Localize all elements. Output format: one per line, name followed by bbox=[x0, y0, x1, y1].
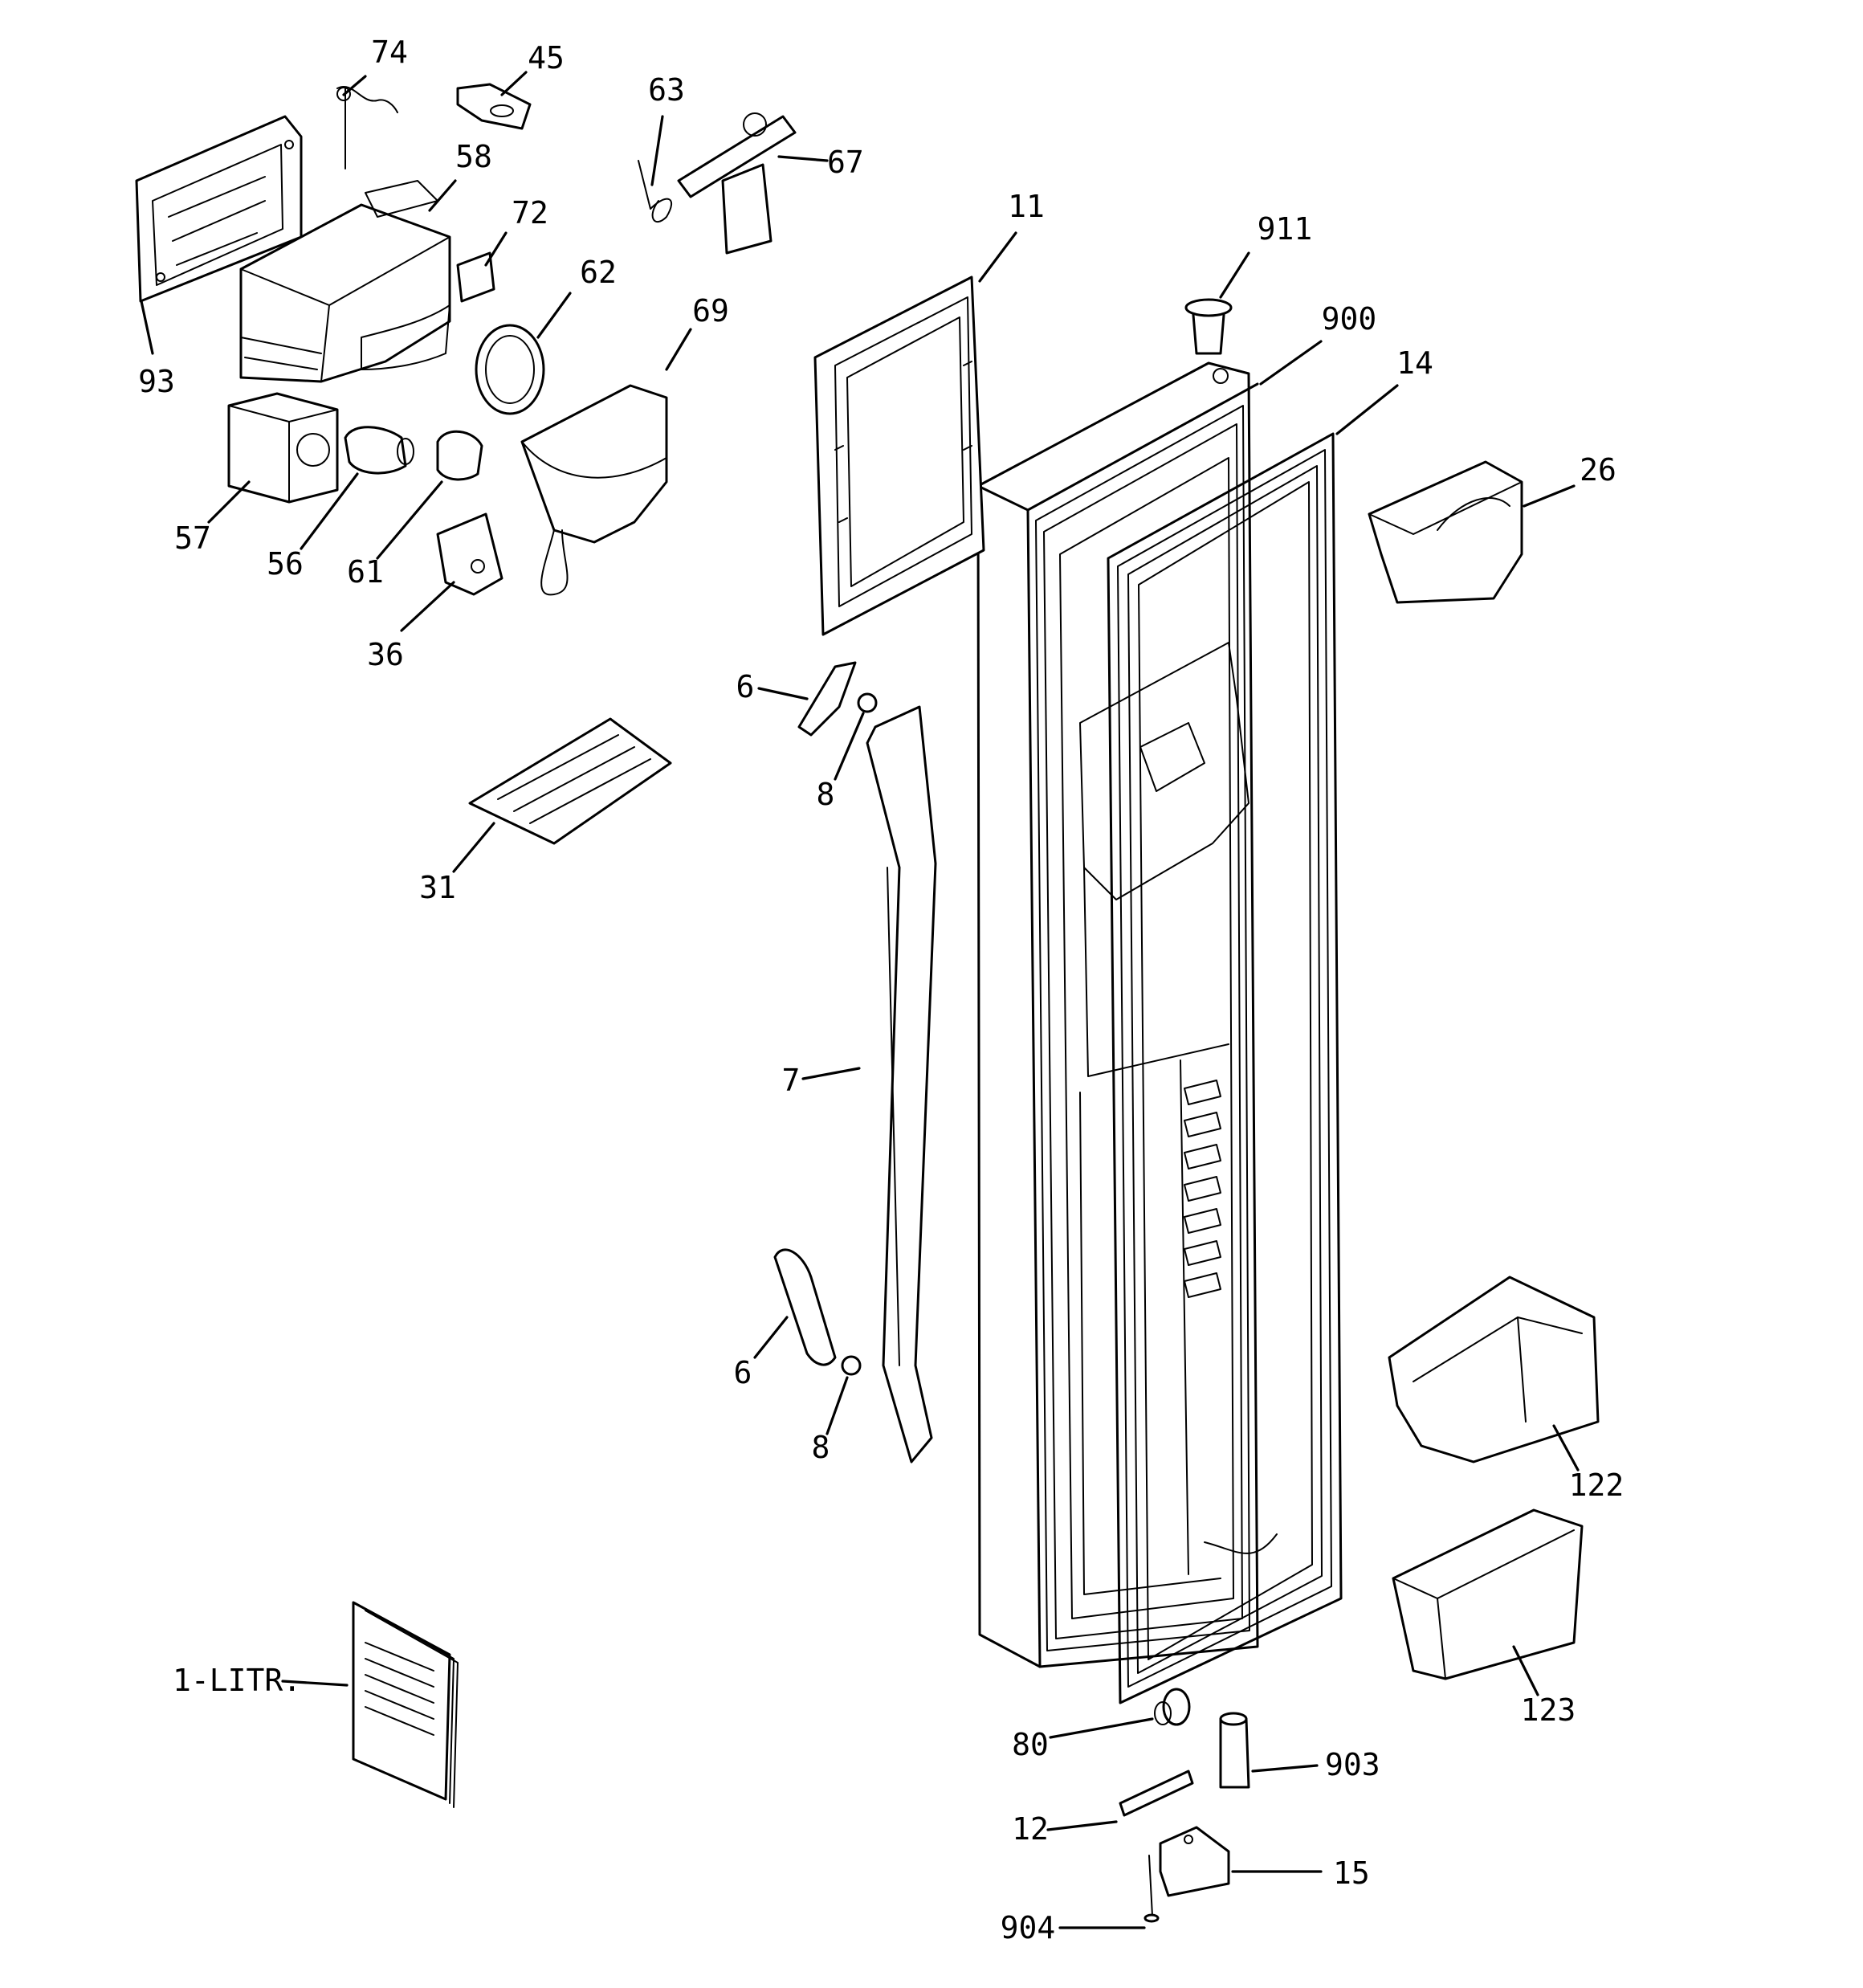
door-gasket bbox=[1107, 432, 1343, 1704]
spring-small bbox=[336, 86, 398, 169]
dispenser-inner-panel bbox=[813, 276, 985, 636]
callout-903: 903 bbox=[1325, 1747, 1380, 1782]
callout-7: 7 bbox=[782, 1063, 801, 1098]
callout-6-lower: 6 bbox=[734, 1355, 752, 1390]
callout-6-upper: 6 bbox=[736, 669, 755, 704]
handle-cap-upper bbox=[797, 661, 857, 737]
motor-coupling bbox=[436, 430, 483, 481]
callout-74: 74 bbox=[371, 35, 408, 70]
callout-63: 63 bbox=[648, 72, 685, 108]
bracket-45 bbox=[456, 83, 532, 130]
bin-122 bbox=[1388, 1276, 1600, 1463]
bin-26 bbox=[1368, 460, 1523, 604]
leader-lines bbox=[140, 71, 1580, 1929]
callout-26: 26 bbox=[1580, 452, 1616, 488]
door-shelf-tabs bbox=[1184, 1080, 1221, 1298]
motor-spring-knob bbox=[344, 426, 414, 475]
callout-labels: 74 45 63 67 58 72 62 69 93 57 56 61 36 1… bbox=[138, 35, 1624, 1945]
callout-8-lower: 8 bbox=[812, 1430, 830, 1465]
callout-72: 72 bbox=[512, 195, 548, 231]
callout-31: 31 bbox=[419, 870, 456, 905]
callout-36: 36 bbox=[367, 637, 404, 672]
callout-1-litr: 1-LITR. bbox=[173, 1663, 301, 1698]
dispenser-housing bbox=[239, 180, 451, 383]
bin-123 bbox=[1392, 1508, 1584, 1680]
screw-8-lower bbox=[841, 1355, 862, 1376]
callout-69: 69 bbox=[692, 293, 729, 329]
auger-motor-cover bbox=[227, 392, 339, 504]
callout-67: 67 bbox=[827, 145, 864, 180]
hinge-pin-903 bbox=[1219, 1712, 1250, 1789]
callout-900: 900 bbox=[1322, 301, 1377, 337]
callout-57: 57 bbox=[174, 520, 211, 556]
callout-123: 123 bbox=[1521, 1692, 1576, 1728]
coil-spring-63 bbox=[638, 160, 672, 222]
callout-8-upper: 8 bbox=[817, 777, 835, 812]
handle-cap-lower bbox=[773, 1248, 837, 1366]
ice-tray-31 bbox=[468, 717, 672, 845]
ice-chute bbox=[520, 384, 668, 596]
callout-62: 62 bbox=[580, 255, 617, 290]
callout-58: 58 bbox=[455, 139, 492, 174]
callout-93: 93 bbox=[138, 364, 175, 399]
callout-12: 12 bbox=[1012, 1811, 1049, 1847]
door-outer-shell bbox=[976, 361, 1278, 1668]
callout-61: 61 bbox=[347, 554, 384, 590]
control-panel-board bbox=[135, 115, 303, 303]
funnel-cap-911 bbox=[1184, 298, 1233, 355]
callout-45: 45 bbox=[528, 40, 565, 76]
ice-bucket-ring bbox=[475, 324, 545, 415]
callout-122: 122 bbox=[1569, 1468, 1625, 1503]
callout-11: 11 bbox=[1008, 189, 1045, 224]
callout-15: 15 bbox=[1333, 1855, 1370, 1891]
hinge-15 bbox=[1159, 1826, 1230, 1897]
bushing-80 bbox=[1154, 1688, 1191, 1726]
screw-904 bbox=[1143, 1855, 1160, 1923]
screw-8-upper bbox=[857, 692, 878, 713]
callout-14: 14 bbox=[1396, 345, 1433, 381]
callout-80: 80 bbox=[1012, 1727, 1049, 1762]
actuator-bracket bbox=[436, 512, 503, 596]
hinge-shaft bbox=[677, 112, 797, 255]
callout-56: 56 bbox=[267, 546, 304, 582]
callout-904: 904 bbox=[1001, 1910, 1056, 1945]
bracket-12 bbox=[1119, 1770, 1194, 1817]
handle-assembly-7 bbox=[866, 705, 937, 1463]
literature-booklet bbox=[352, 1601, 459, 1808]
callout-911: 911 bbox=[1258, 211, 1313, 247]
